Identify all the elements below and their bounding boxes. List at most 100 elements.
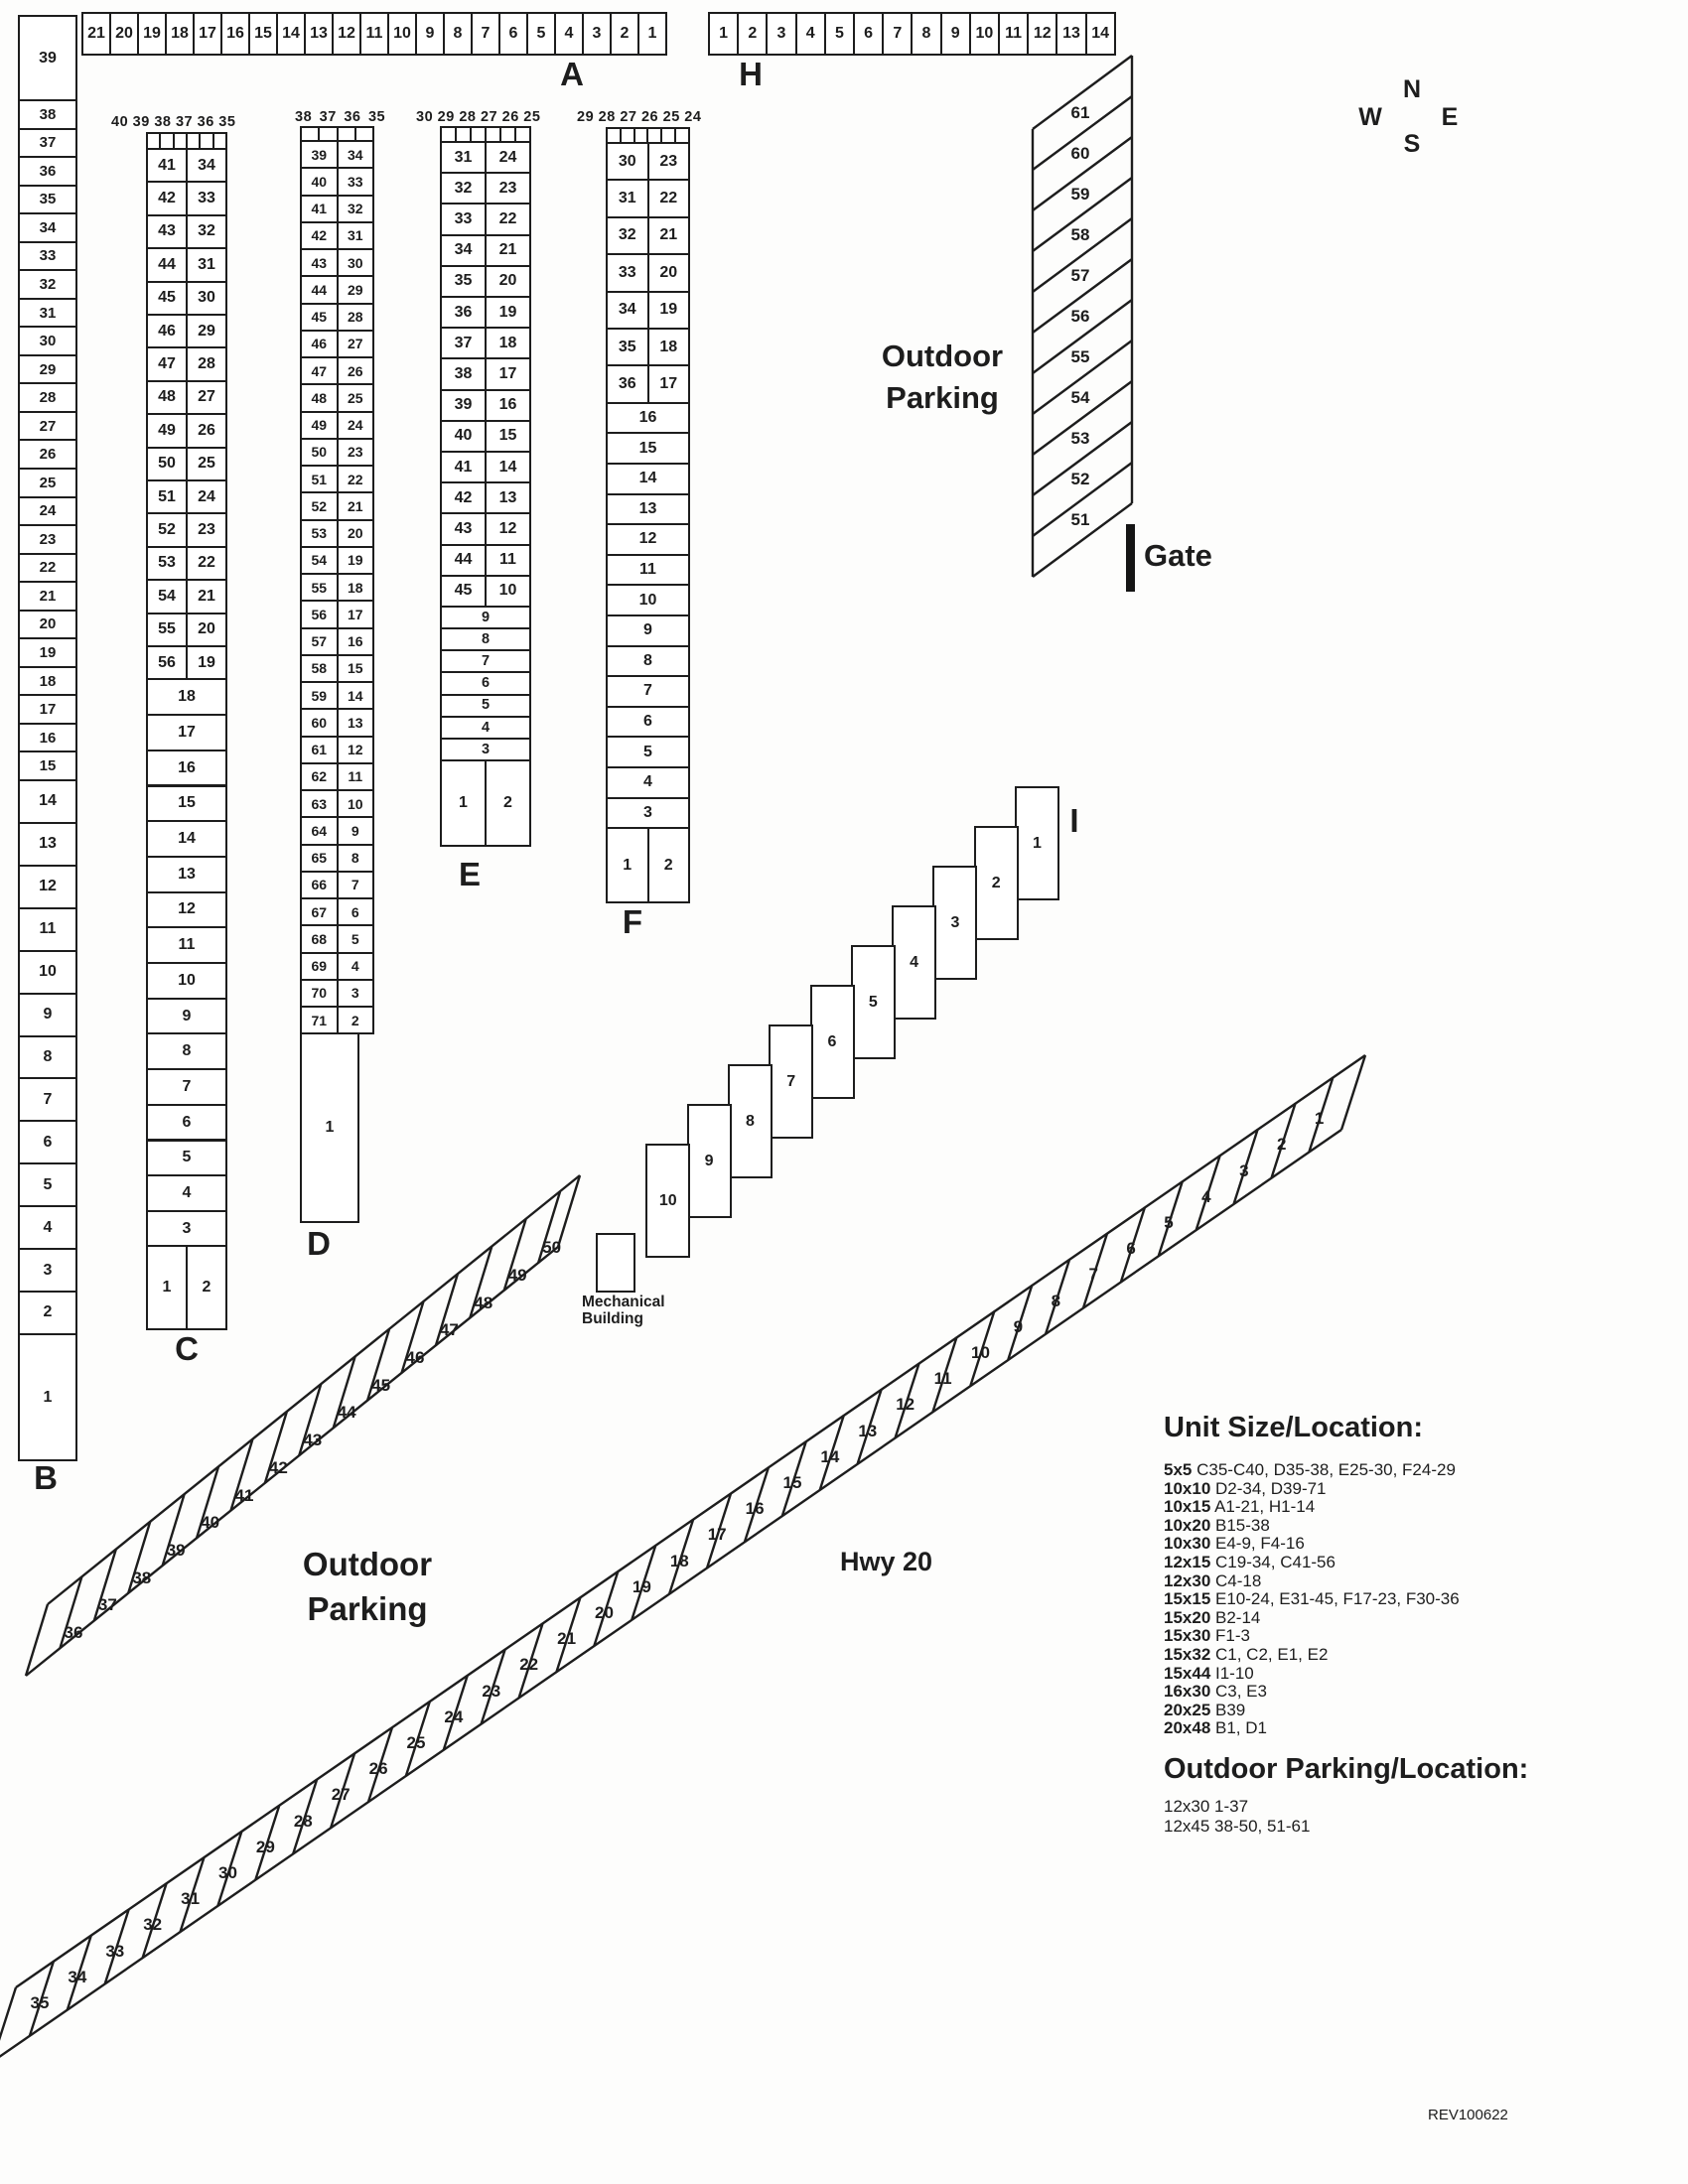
- unit-D-19: 19: [336, 545, 374, 575]
- parking-stall-36: 36: [64, 1623, 83, 1642]
- unit-I-2: 2: [973, 826, 1019, 940]
- unit-B-35: 35: [18, 184, 77, 215]
- unit-E-10: 10: [485, 574, 531, 608]
- parking-stall-22: 22: [519, 1655, 539, 1675]
- parking-stall-55: 55: [1070, 347, 1090, 366]
- unit-F-18: 18: [646, 328, 690, 367]
- unit-H-2: 2: [737, 12, 769, 56]
- unit-D-41: 41: [300, 194, 339, 223]
- unit-E-39: 39: [440, 388, 487, 422]
- unit-D-63: 63: [300, 789, 339, 819]
- unit-D-15: 15: [336, 653, 374, 683]
- parking-stall-23: 23: [482, 1681, 501, 1701]
- unit-C-56: 56: [146, 645, 188, 681]
- mechanical-building-label: Mechanical Building: [582, 1294, 665, 1328]
- unit-D-23: 23: [336, 437, 374, 467]
- header-numbers-C: 40 39 38 37 36 35: [111, 114, 236, 130]
- unit-C-13: 13: [146, 855, 227, 893]
- unit-E-3: 3: [440, 737, 531, 762]
- unit-B-13: 13: [18, 821, 77, 867]
- parking-stall-45: 45: [371, 1375, 391, 1395]
- unit-E-21: 21: [485, 233, 531, 267]
- unit-E-14: 14: [485, 451, 531, 484]
- parking-stall-52: 52: [1070, 470, 1090, 488]
- unit-H-13: 13: [1055, 12, 1087, 56]
- unit-D-66: 66: [300, 870, 339, 899]
- unit-D-3: 3: [336, 978, 374, 1008]
- unit-B-29: 29: [18, 353, 77, 385]
- parking-stall-59: 59: [1070, 185, 1090, 204]
- parking-stall-40: 40: [201, 1513, 220, 1533]
- unit-F-11: 11: [606, 553, 690, 587]
- building-label-F: F: [622, 903, 643, 940]
- unit-C-16: 16: [146, 749, 227, 787]
- unit-H-5: 5: [823, 12, 855, 56]
- unit-D-55: 55: [300, 573, 339, 603]
- unit-A-1: 1: [637, 12, 667, 56]
- unit-C-4: 4: [146, 1174, 227, 1212]
- unit-C-10: 10: [146, 962, 227, 1000]
- parking-stall-10: 10: [971, 1343, 990, 1362]
- parking-stall-18: 18: [669, 1551, 689, 1570]
- parking-stall-6: 6: [1126, 1239, 1136, 1259]
- unit-C-1: 1: [146, 1245, 188, 1330]
- unit-D-5: 5: [336, 924, 374, 954]
- unit-F-5: 5: [606, 736, 690, 768]
- unit-F-36: 36: [606, 364, 649, 404]
- legend-row: 10x15 A1-21, H1-14: [1164, 1497, 1316, 1517]
- unit-D-7: 7: [336, 870, 374, 899]
- unit-B-24: 24: [18, 495, 77, 527]
- unit-H-10: 10: [968, 12, 1000, 56]
- unit-C-46: 46: [146, 314, 188, 349]
- parking-stall-41: 41: [234, 1485, 254, 1505]
- unit-D-11: 11: [336, 761, 374, 791]
- unit-D-58: 58: [300, 653, 339, 683]
- unit-F-20: 20: [646, 253, 690, 293]
- legend-row: 15x32 C1, C2, E1, E2: [1164, 1644, 1329, 1664]
- unit-C-26: 26: [186, 413, 227, 449]
- unit-D-33: 33: [336, 167, 374, 197]
- unit-E-6: 6: [440, 671, 531, 696]
- unit-D-12: 12: [336, 735, 374, 764]
- parking-stall-28: 28: [293, 1811, 313, 1831]
- unit-A-3: 3: [582, 12, 612, 56]
- unit-D-18: 18: [336, 573, 374, 603]
- legend-row: 16x30 C3, E3: [1164, 1682, 1267, 1702]
- gate-label: Gate: [1144, 538, 1212, 573]
- unit-D-22: 22: [336, 465, 374, 494]
- unit-F-3: 3: [606, 796, 690, 830]
- parking-stall-53: 53: [1070, 429, 1090, 448]
- parking-stall-60: 60: [1070, 144, 1090, 163]
- unit-E-38: 38: [440, 357, 487, 391]
- unit-B-10: 10: [18, 949, 77, 995]
- unit-D-42: 42: [300, 220, 339, 250]
- unit-E-5: 5: [440, 693, 531, 718]
- unit-E-22: 22: [485, 203, 531, 236]
- unit-H-4: 4: [794, 12, 826, 56]
- unit-A-5: 5: [526, 12, 556, 56]
- unit-F-35: 35: [606, 328, 649, 367]
- unit-F-21: 21: [646, 215, 690, 256]
- parking-stall-5: 5: [1164, 1213, 1174, 1232]
- unit-D-71: 71: [300, 1006, 339, 1035]
- unit-I-1: 1: [1015, 786, 1059, 900]
- unit-I-7: 7: [769, 1024, 814, 1139]
- building-label-H: H: [739, 56, 763, 92]
- unit-B-12: 12: [18, 864, 77, 909]
- unit-H-9: 9: [939, 12, 971, 56]
- unit-E-36: 36: [440, 296, 487, 330]
- parking-stall-13: 13: [858, 1421, 878, 1440]
- unit-E-31: 31: [440, 141, 487, 175]
- unit-C-2: 2: [186, 1245, 227, 1330]
- unit-E-15: 15: [485, 419, 531, 453]
- unit-B-39: 39: [18, 15, 77, 101]
- parking-stall-25: 25: [406, 1733, 426, 1752]
- gate-bar: [1126, 524, 1135, 592]
- unit-C-25: 25: [186, 446, 227, 481]
- legend-row: 15x15 E10-24, E31-45, F17-23, F30-36: [1164, 1589, 1460, 1609]
- unit-E-35: 35: [440, 264, 487, 298]
- parking-stall-49: 49: [507, 1265, 527, 1285]
